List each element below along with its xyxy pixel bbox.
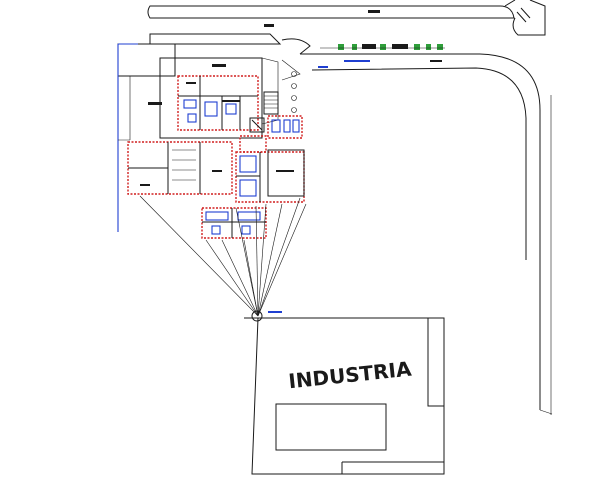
upper-boundary: [117, 24, 282, 232]
building-block-a: [177, 64, 259, 131]
stair-cluster: [249, 91, 303, 139]
building-block-d: [201, 207, 267, 239]
vegetation-row: [318, 44, 445, 68]
top-road: [147, 0, 546, 36]
access-road: [281, 38, 553, 415]
parking-markers: [281, 59, 301, 113]
industria-label: INDUSTRIA: [287, 357, 413, 394]
building-envelope: [148, 57, 279, 139]
building-block-b: [127, 141, 233, 195]
building-block-c: [235, 135, 305, 203]
survey-sightlines: [139, 195, 307, 322]
industria-lot: [251, 317, 445, 475]
